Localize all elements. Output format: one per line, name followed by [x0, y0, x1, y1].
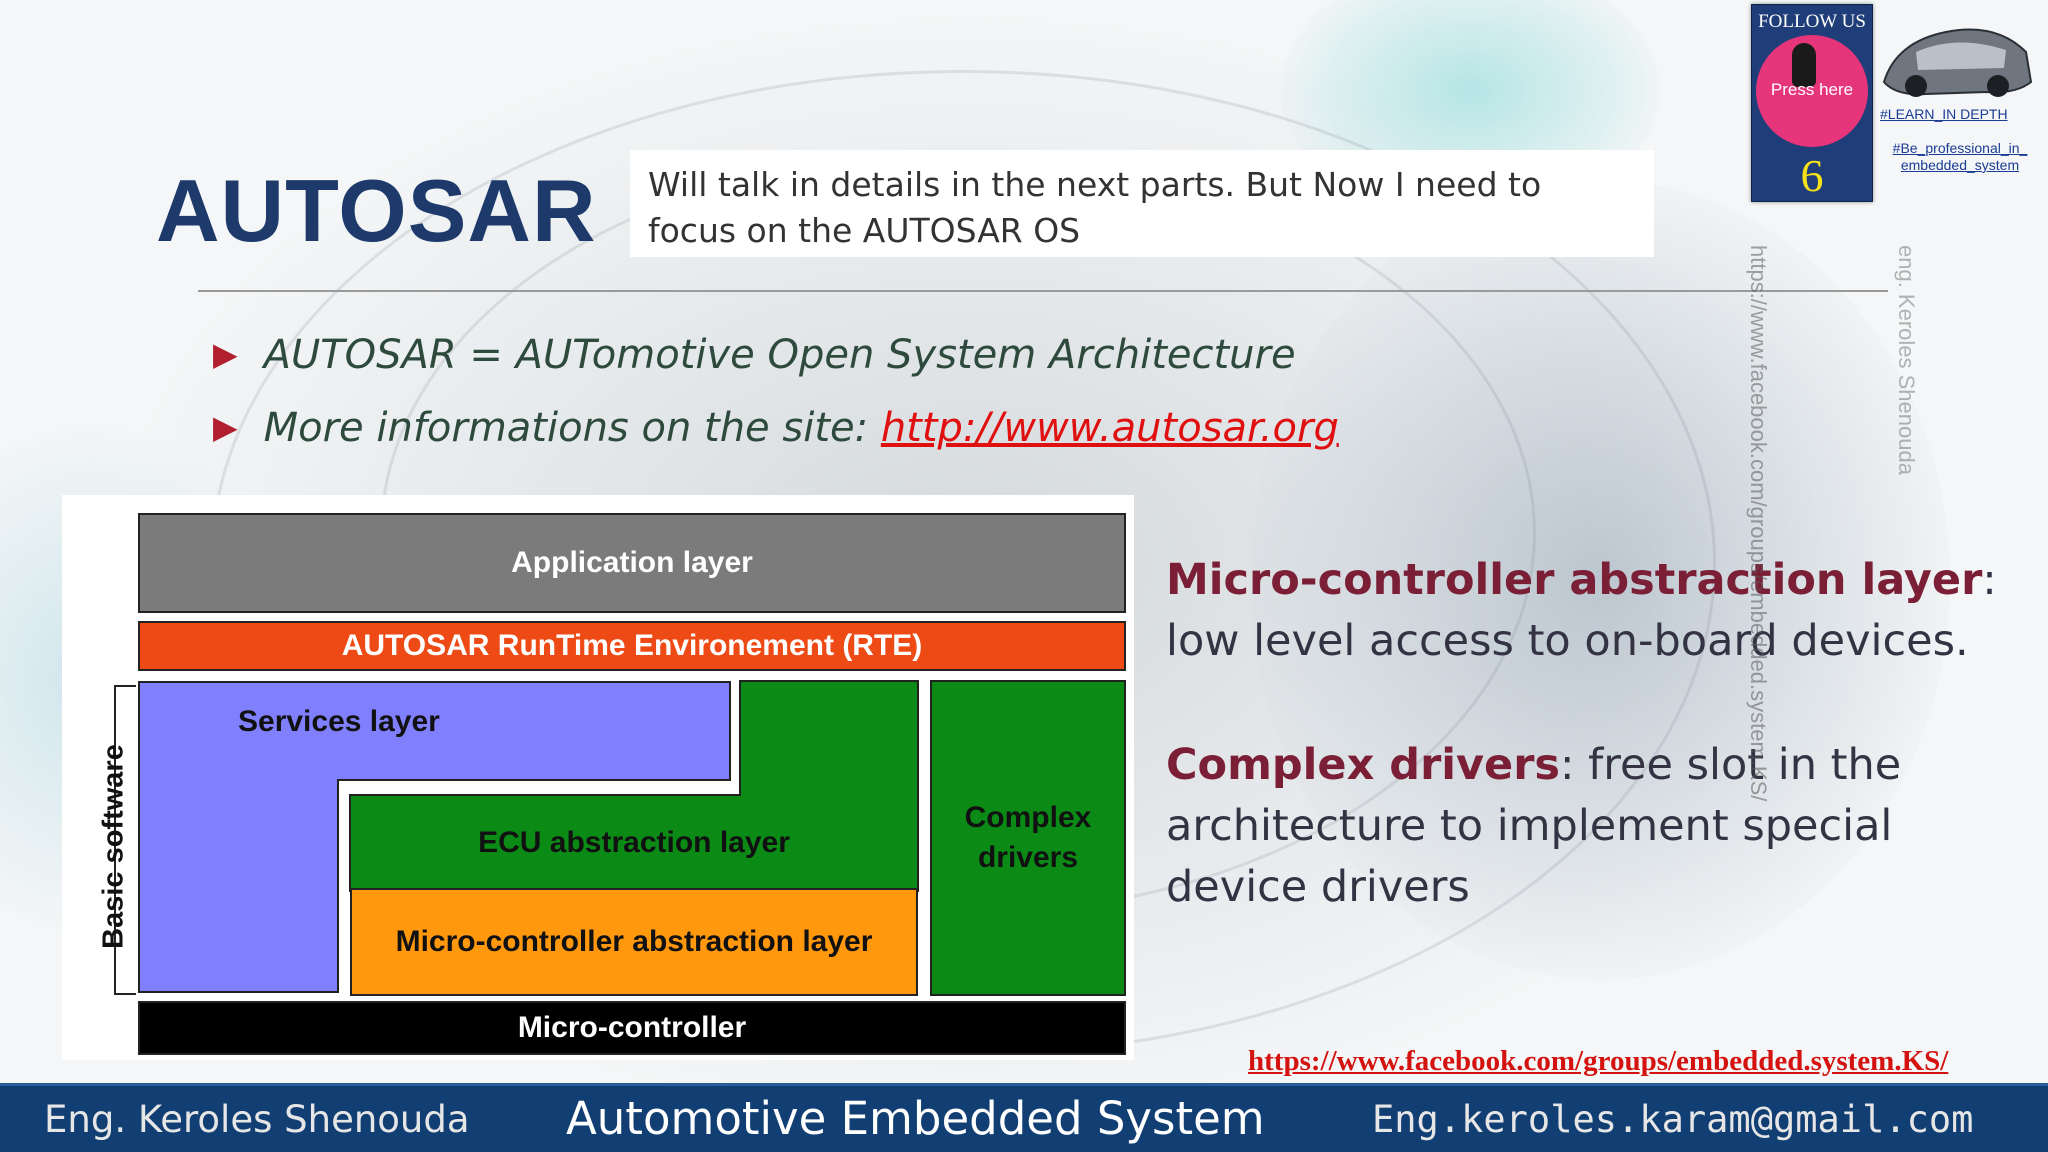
footer-email: Eng.keroles.karam@gmail.com: [1372, 1098, 1974, 1141]
group-url-watermark: https://www.facebook.com/groups/embedded…: [1746, 245, 1771, 802]
complex-drivers-description-text: : free slot in the architecture to imple…: [1166, 740, 1902, 912]
bullet-autosar-definition: ▶ AUTOSAR = AUTomotive Open System Archit…: [213, 332, 1296, 378]
complex-drivers-description-title: Complex drivers: [1166, 740, 1561, 790]
mcal-description-title: Micro-controller abstraction layer: [1166, 555, 1983, 605]
author-watermark: eng. Keroles Shenouda: [1894, 245, 1919, 475]
autosar-layer-diagram: Application layer AUTOSAR RunTime Enviro…: [62, 495, 1134, 1060]
basic-software-label: Basic software: [97, 744, 130, 949]
be-professional-tag[interactable]: #Be_professional_in_ embedded_system: [1892, 140, 2028, 173]
rte-layer-block: AUTOSAR RunTime Environement (RTE): [138, 621, 1126, 671]
mcal-layer-block: Micro-controller abstraction layer: [350, 888, 918, 996]
services-layer-block: [138, 680, 919, 993]
bullet-text: More informations on the site:: [263, 405, 881, 451]
autosar-site-link[interactable]: http://www.autosar.org: [880, 405, 1339, 451]
microcontroller-block: Micro-controller: [138, 1001, 1126, 1055]
ecu-abstraction-layer-block: ECU abstraction layer: [478, 826, 790, 859]
complex-drivers-block: Complex drivers: [930, 680, 1126, 996]
services-layer-label: Services layer: [238, 705, 440, 738]
hand-pointer-icon: [1792, 43, 1816, 87]
complex-drivers-label: Complex drivers: [964, 801, 1092, 874]
basic-software-bracket: [114, 685, 136, 995]
application-layer-block: Application layer: [138, 513, 1126, 613]
mcal-description-sep: :: [1982, 555, 1997, 605]
slide-title: AUTOSAR: [156, 161, 597, 260]
footer-course-title: Automotive Embedded System: [566, 1092, 1265, 1145]
bullet-arrow-icon: ▶: [213, 335, 238, 373]
learn-in-depth-tag[interactable]: #LEARN_IN DEPTH: [1880, 106, 2008, 122]
title-divider: [198, 290, 1888, 292]
mcal-description: Micro-controller abstraction layer: low …: [1166, 550, 2036, 672]
follow-us-label: FOLLOW US: [1758, 11, 1866, 32]
footer-author: Eng. Keroles Shenouda: [44, 1098, 470, 1141]
bullet-text: AUTOSAR = AUTomotive Open System Archite…: [263, 332, 1296, 378]
press-here-label: Press here: [1770, 80, 1854, 99]
car-engine-thumbnail-icon: [1876, 12, 2036, 104]
follow-us-button[interactable]: FOLLOW US Press here 6: [1751, 4, 1873, 202]
bullet-more-info: ▶ More informations on the site: http://w…: [213, 405, 1339, 451]
facebook-group-link[interactable]: https://www.facebook.com/groups/embedded…: [1248, 1045, 1949, 1077]
bullet-arrow-icon: ▶: [213, 408, 238, 446]
mcal-description-text: low level access to on-board devices.: [1166, 616, 1969, 666]
complex-drivers-description: Complex drivers: free slot in the archit…: [1166, 735, 1966, 918]
note-callout: Will talk in details in the next parts. …: [630, 150, 1654, 257]
footer-bar: Eng. Keroles Shenouda Automotive Embedde…: [0, 1083, 2048, 1152]
slide-number: 6: [1800, 150, 1824, 201]
